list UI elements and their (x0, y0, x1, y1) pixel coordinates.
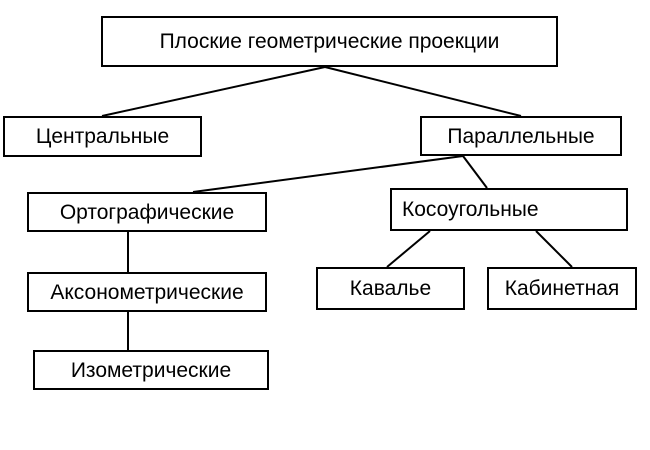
edge-parallel-orthographic (192, 155, 464, 193)
node-orthographic: Ортографические (27, 192, 267, 232)
node-label: Плоские геометрические проекции (159, 30, 500, 53)
node-label: Косоугольные (402, 198, 539, 221)
edge-root-central (101, 66, 326, 117)
node-label: Изометрические (70, 358, 232, 382)
node-label: Аксонометрические (50, 280, 244, 304)
node-label: Параллельные (447, 124, 595, 148)
node-oblique: Косоугольные (390, 188, 628, 231)
node-label: Ортографические (59, 200, 235, 224)
edge-oblique-cavalier (386, 230, 431, 268)
node-label: Центральные (35, 125, 170, 148)
node-plane-geometric-projections: Плоские геометрические проекции (101, 16, 558, 67)
node-cavalier: Кавалье (316, 267, 465, 310)
node-axonometric: Аксонометрические (27, 272, 267, 312)
edge-root-parallel (324, 66, 522, 117)
node-isometric: Изометрические (33, 350, 269, 390)
node-label: Кабинетная (504, 277, 620, 300)
node-central: Центральные (3, 116, 202, 157)
node-label: Кавалье (349, 277, 432, 300)
node-cabinet: Кабинетная (487, 267, 637, 310)
node-parallel: Параллельные (420, 116, 622, 156)
edge-parallel-oblique (462, 155, 488, 189)
edge-oblique-cabinet (535, 230, 573, 268)
